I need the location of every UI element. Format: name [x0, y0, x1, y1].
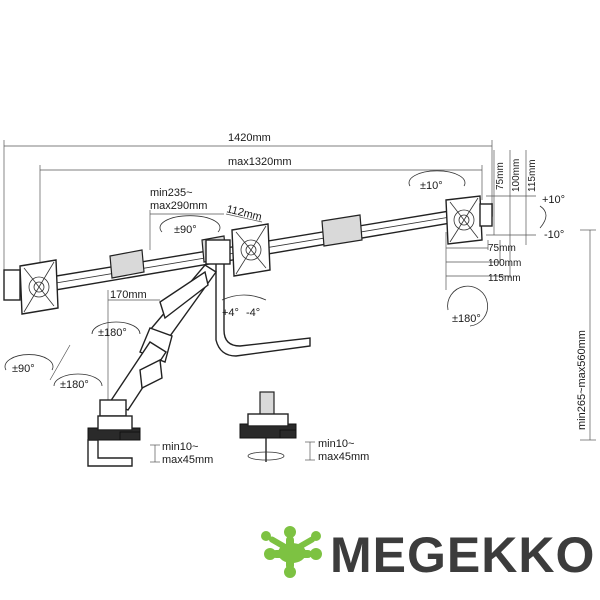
label-vesa-115-h: 115mm — [488, 273, 521, 284]
vesa-plate-center — [231, 223, 271, 277]
label-vesa-75-h: 75mm — [488, 243, 516, 254]
rotation-arcs — [4, 170, 547, 387]
label-base-swivel-90: ±90° — [12, 363, 35, 375]
label-swivel-center: ±90° — [174, 224, 197, 236]
angle-labels: ±10° +10° -10° ±90° +4° -4° ±180° ±180° … — [12, 180, 565, 391]
label-arm-reach-min: min235~ — [150, 187, 193, 199]
vesa-plate-left — [3, 259, 59, 315]
label-vesa-115-v: 115mm — [527, 159, 538, 192]
label-vesa-100-v: 100mm — [511, 159, 522, 192]
center-support — [205, 239, 311, 357]
label-height-range: min265~max560mm — [576, 330, 588, 430]
label-rotate-right: ±10° — [420, 180, 443, 192]
label-base-swivel-180: ±180° — [60, 379, 89, 391]
label-rotate-screen: ±180° — [452, 313, 481, 325]
label-pole-offset: 170mm — [110, 289, 147, 301]
brand-logo: MEGEKKO — [261, 526, 595, 583]
brand-name: MEGEKKO — [330, 527, 595, 583]
label-arm-swivel: ±180° — [98, 327, 127, 339]
right-desk-clamp — [239, 391, 297, 462]
label-total-width: 1420mm — [228, 132, 271, 144]
label-vesa-75-v: 75mm — [495, 162, 506, 190]
dimension-lines — [3, 140, 596, 463]
label-clamp-right-min: min10~ — [318, 438, 354, 450]
gas-spring-arm — [99, 264, 218, 417]
left-desk-clamp — [87, 415, 141, 467]
label-arm-segment: 112mm — [225, 203, 263, 223]
label-clamp-right-max: max45mm — [318, 451, 369, 463]
label-vesa-100-h: 100mm — [488, 258, 521, 269]
frog-foot-icon — [261, 526, 322, 578]
label-clamp-left-min: min10~ — [162, 441, 198, 453]
label-arm-reach-max: max290mm — [150, 200, 207, 212]
label-tilt-down: -10° — [544, 229, 564, 241]
label-tilt-center-down: -4° — [246, 307, 260, 319]
label-max-width: max1320mm — [228, 156, 292, 168]
label-tilt-center-up: +4° — [222, 307, 239, 319]
label-tilt-up: +10° — [542, 194, 565, 206]
label-clamp-left-max: max45mm — [162, 454, 213, 466]
vesa-plate-right — [445, 195, 493, 245]
